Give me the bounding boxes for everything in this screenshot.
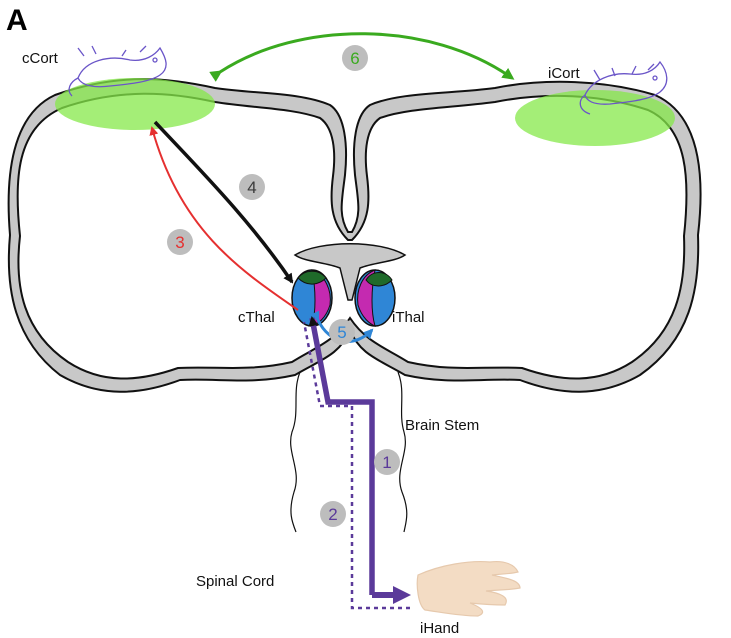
cthal-nucleus (292, 270, 332, 326)
ccort-highlight (55, 78, 215, 130)
ithal-label: iThal (392, 309, 425, 326)
badge-2: 2 (320, 501, 346, 527)
pathway-1-arrow (312, 318, 372, 595)
badge-4: 4 (239, 174, 265, 200)
svg-text:1: 1 (382, 453, 391, 472)
brain-stem-label: Brain Stem (405, 417, 479, 434)
badge-6: 6 (342, 45, 368, 71)
badge-3: 3 (167, 229, 193, 255)
svg-text:3: 3 (175, 233, 184, 252)
ithal-nucleus (355, 270, 395, 326)
ccort-label: cCort (22, 50, 59, 67)
icort-label: iCort (548, 65, 581, 82)
icort-highlight (515, 90, 675, 146)
svg-text:4: 4 (247, 178, 256, 197)
cthal-label: cThal (238, 309, 275, 326)
ihand-label: iHand (420, 620, 459, 637)
svg-text:6: 6 (350, 49, 359, 68)
badge-5: 5 (329, 319, 355, 345)
spinal-cord-label: Spinal Cord (196, 573, 274, 590)
badge-1: 1 (374, 449, 400, 475)
hand-icon (417, 562, 520, 616)
panel-letter: A (6, 4, 28, 37)
svg-text:2: 2 (328, 505, 337, 524)
svg-text:5: 5 (337, 323, 346, 342)
